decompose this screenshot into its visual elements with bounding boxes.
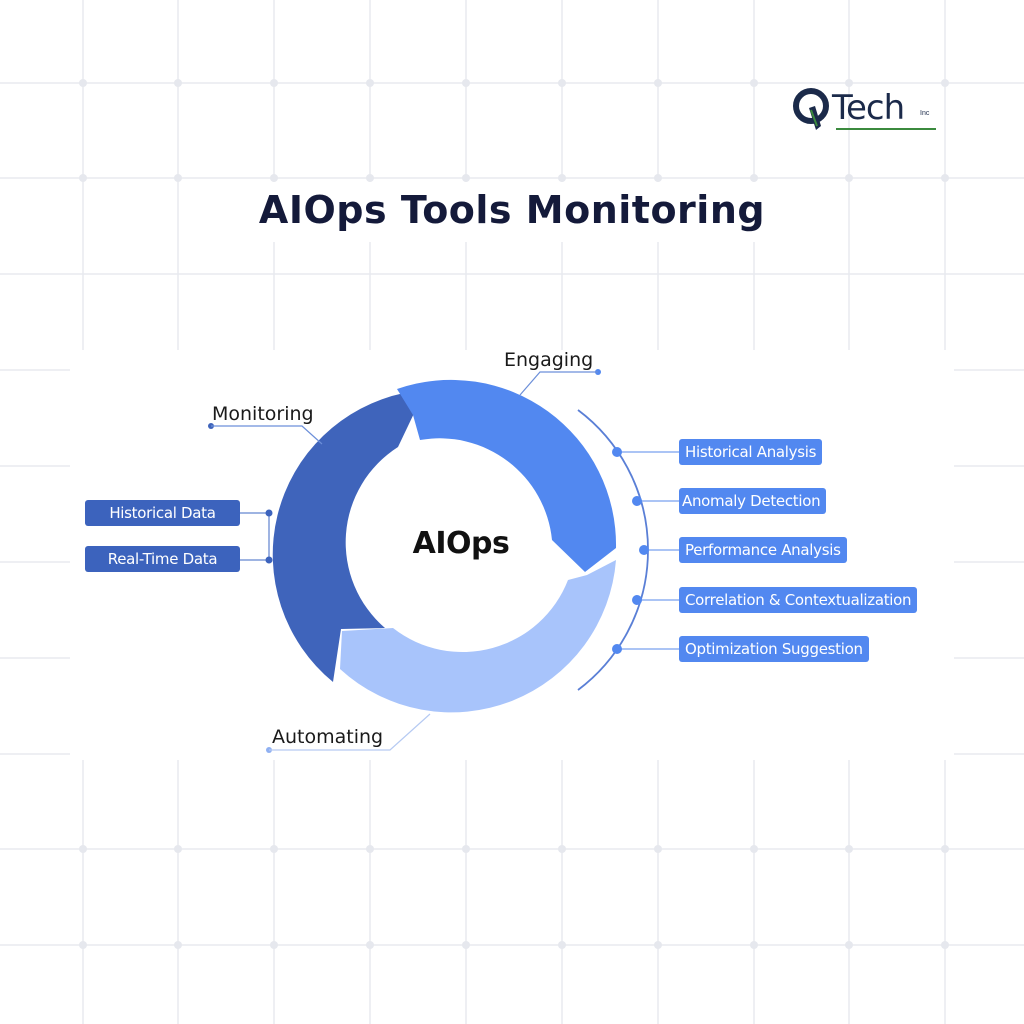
logo-underline: [836, 128, 936, 130]
title-background: [240, 182, 784, 242]
stage-label-monitoring: Monitoring: [212, 403, 314, 425]
output-performance-analysis: Performance Analysis: [679, 537, 847, 563]
stage-label-engaging: Engaging: [504, 349, 594, 371]
engaging-segment: [397, 379, 617, 572]
output-historical-analysis: Historical Analysis: [679, 439, 823, 465]
q-logo-icon: [793, 88, 829, 130]
input-historical-data: Historical Data: [85, 500, 240, 526]
monitoring-segment: [272, 393, 418, 682]
qtech-logo: Tech Inc: [792, 86, 942, 138]
page-title: AIOps Tools Monitoring: [258, 188, 766, 232]
logo-wordmark: Tech: [832, 88, 905, 128]
center-label: AIOps: [412, 526, 510, 561]
output-anomaly-detection: Anomaly Detection: [679, 488, 827, 514]
automating-segment: [340, 560, 616, 713]
input-real-time-data: Real-Time Data: [85, 546, 240, 572]
output-optimization-suggestion: Optimization Suggestion: [679, 636, 869, 662]
stage-label-automating: Automating: [272, 726, 384, 748]
output-correlation-contextualization: Correlation & Contextualization: [679, 587, 918, 613]
logo-suffix: Inc: [920, 110, 930, 117]
